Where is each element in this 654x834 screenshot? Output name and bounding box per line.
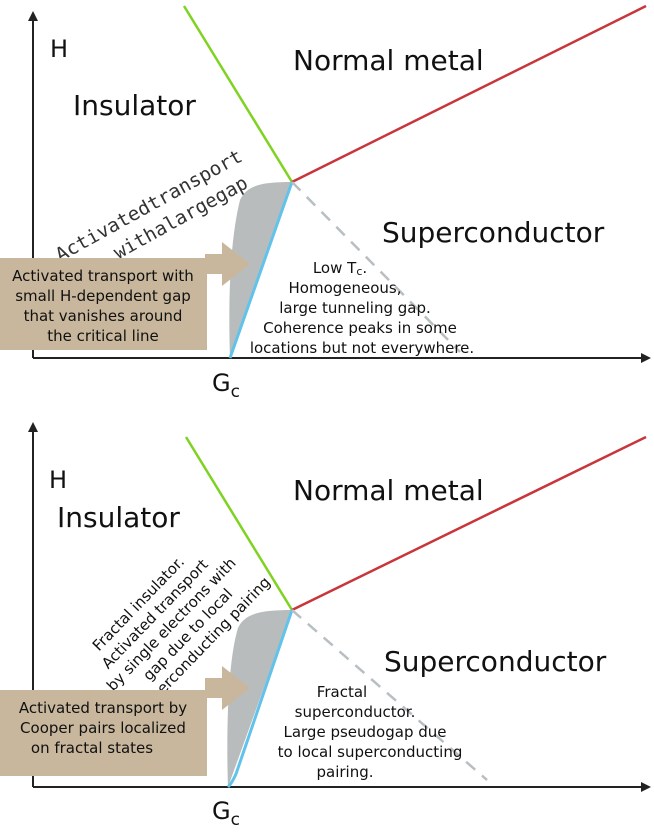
bottom-note-line4: to local superconducting [278, 743, 463, 761]
bottom-callout-line2: Cooper pairs localized [20, 719, 186, 737]
top-normal-metal-label: Normal metal [293, 44, 484, 77]
top-callout-box [0, 258, 207, 350]
top-superconductor-boundary [228, 181, 294, 359]
bottom-note-line5: pairing. [316, 763, 373, 781]
bottom-note-line3: Large pseudogap due [283, 723, 446, 741]
bottom-superconductor-label: Superconductor [384, 645, 607, 678]
bottom-callout-box [0, 690, 207, 776]
top-note-line4: Coherence peaks in some [263, 319, 457, 337]
bottom-dashed-line [291, 609, 488, 781]
bottom-callout-line1: Activated transport by [19, 699, 187, 717]
top-metal-boundary [291, 4, 647, 184]
bottom-x-axis-label: Gc [212, 797, 240, 830]
bottom-normal-metal-label: Normal metal [293, 474, 484, 507]
top-callout-line4: the critical line [47, 327, 158, 345]
bottom-callout-line3: on fractal states [31, 739, 153, 757]
top-callout-line2: small H-dependent gap [15, 287, 191, 305]
top-phase-diagram: H Normal metal Insulator Superconductor … [0, 4, 651, 402]
top-insulator-label: Insulator [73, 89, 196, 122]
bottom-superconductor-boundary [226, 609, 294, 789]
bottom-superconductor-note: Fractal superconductor. Large pseudogap … [278, 683, 463, 781]
top-superconductor-note: Low Tc. Homogeneous, large tunneling gap… [250, 259, 474, 357]
top-callout-text: Activated transport with small H-depende… [12, 267, 194, 345]
bottom-note-line2: superconductor. [295, 703, 416, 721]
top-note-line5: locations but not everywhere. [250, 339, 474, 357]
top-x-axis-label: Gc [212, 369, 240, 402]
bottom-phase-diagram: H Normal metal Insulator Superconductor … [0, 422, 651, 830]
bottom-note-line1: Fractal [317, 683, 367, 701]
top-superconductor-label: Superconductor [382, 216, 605, 249]
top-note-line3: large tunneling gap. [279, 299, 431, 317]
bottom-insulator-boundary [184, 436, 294, 611]
top-callout-arrow [205, 242, 250, 286]
top-insulator-boundary [182, 5, 294, 183]
bottom-callout-text: Activated transport by Cooper pairs loca… [19, 699, 187, 757]
top-callout-line3: that vanishes around [24, 307, 183, 325]
top-callout-line1: Activated transport with [12, 267, 194, 285]
bottom-y-axis-label: H [49, 466, 67, 494]
top-dashed-line [291, 181, 461, 353]
top-note-line2: Homogeneous, [289, 279, 402, 297]
bottom-callout-arrow [205, 666, 250, 710]
bottom-insulator-label: Insulator [57, 501, 180, 534]
top-note-line1: Low Tc. [313, 259, 367, 278]
top-y-axis-label: H [50, 35, 68, 63]
bottom-metal-boundary [291, 435, 647, 612]
